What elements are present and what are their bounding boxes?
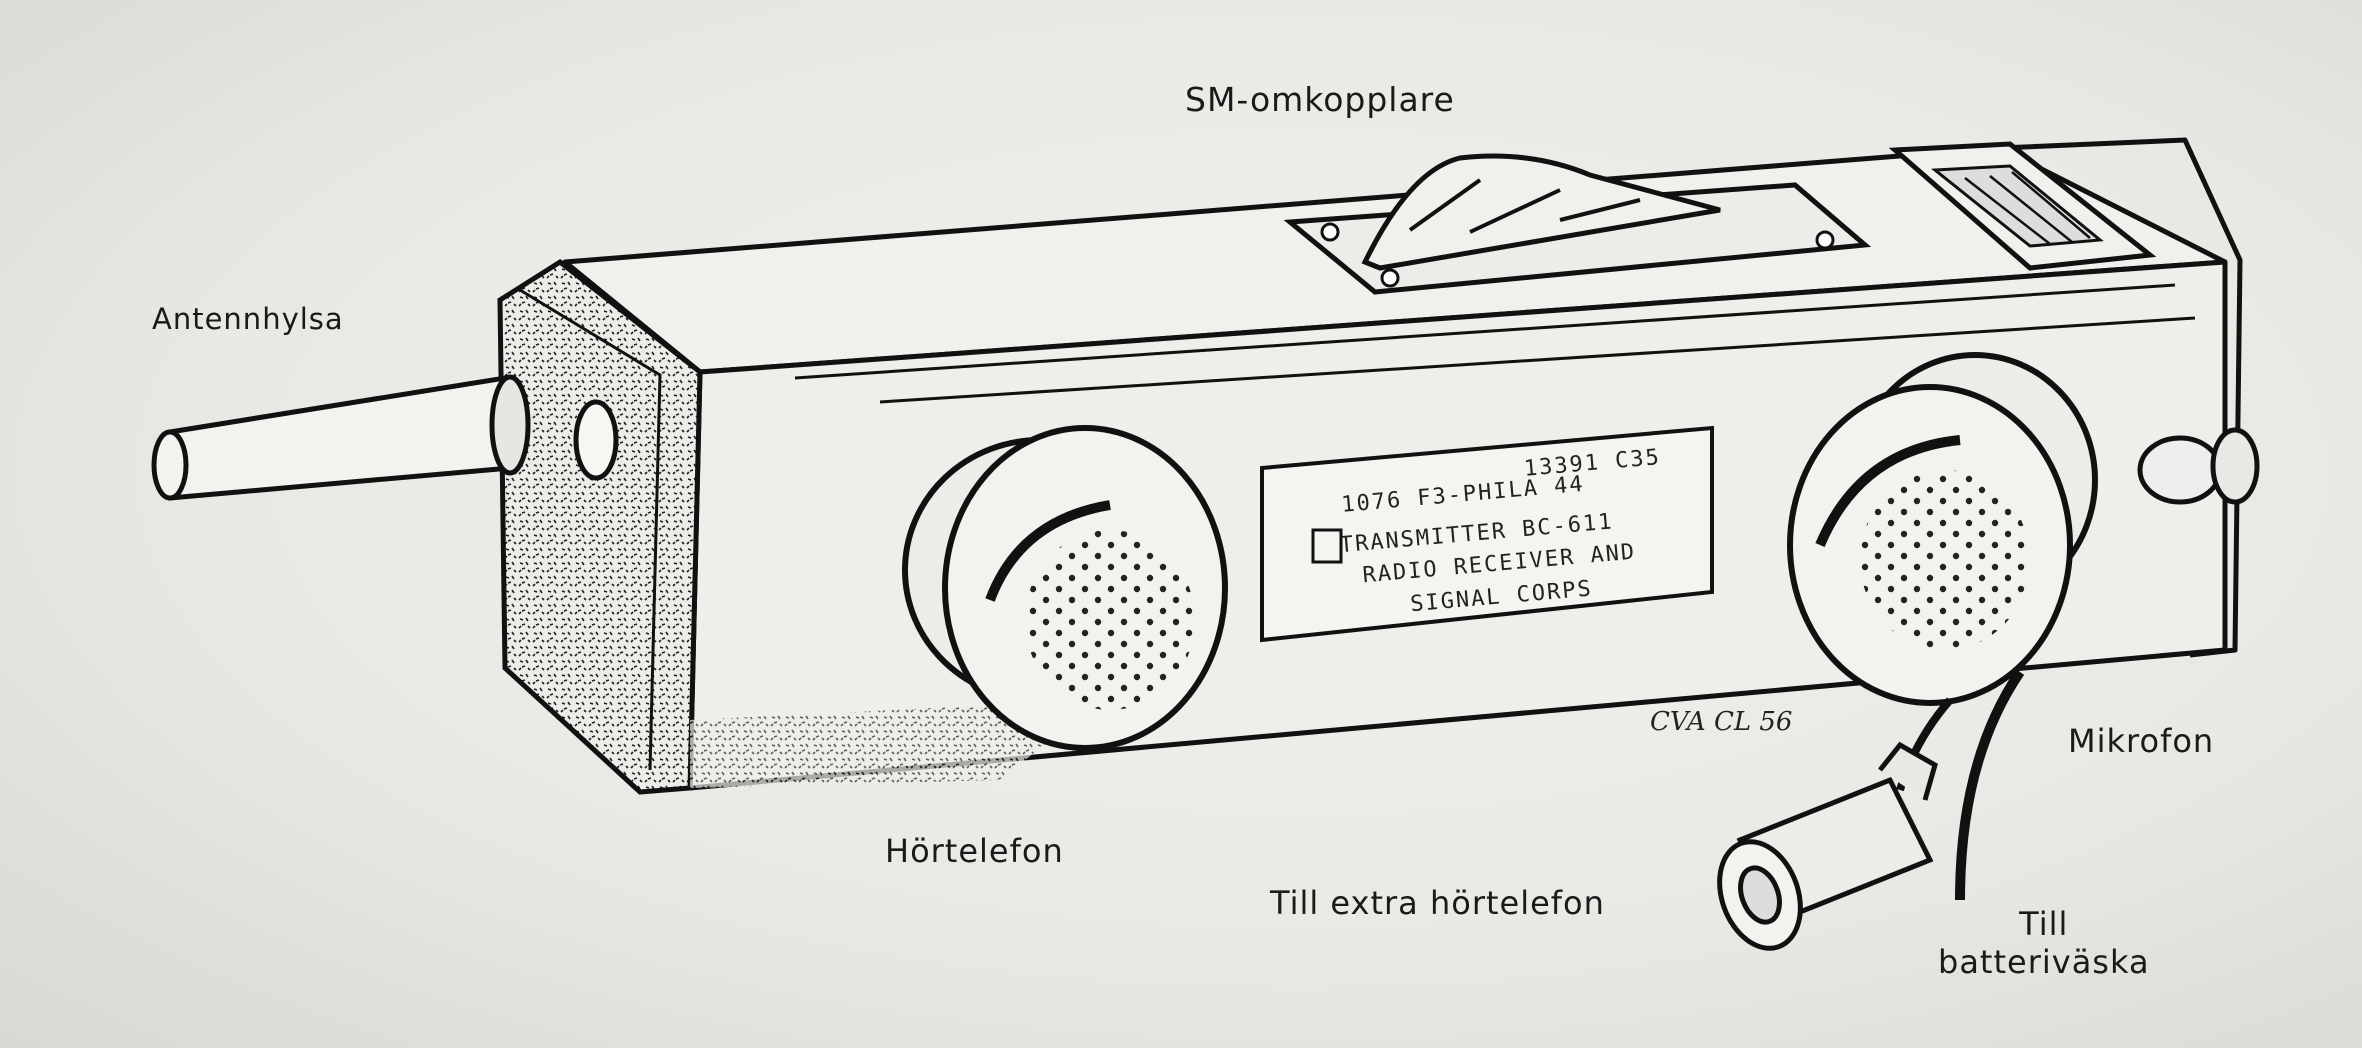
artist-signature: CVA CL 56 [1650, 707, 1792, 737]
microphone-speaker [1787, 352, 2098, 706]
label-headphone: Hörtelefon [885, 832, 1064, 870]
label-battery-bag-line2: batteriväska [1938, 943, 2150, 982]
label-sm-switch: SM-omkopplare [1185, 80, 1455, 119]
top-grille [1888, 141, 2157, 271]
label-battery-bag-line1: Till [2019, 905, 2069, 943]
sm-switch [1283, 153, 1872, 295]
side-knob [2137, 427, 2260, 505]
headphone-speaker [902, 425, 1228, 751]
label-battery-bag: Till batteriväska [1938, 905, 2150, 982]
extra-headphone-plug [1717, 741, 1938, 951]
label-extra-headphone: Till extra hörtelefon [1270, 884, 1605, 922]
antenna-socket [151, 374, 619, 501]
nameplate: SIGNAL CORPS RADIO RECEIVER AND TRANSMIT… [1260, 425, 1714, 643]
label-microphone: Mikrofon [2068, 722, 2215, 760]
left-end-cap [497, 258, 1100, 795]
label-antenna-socket: Antennhylsa [152, 302, 344, 336]
